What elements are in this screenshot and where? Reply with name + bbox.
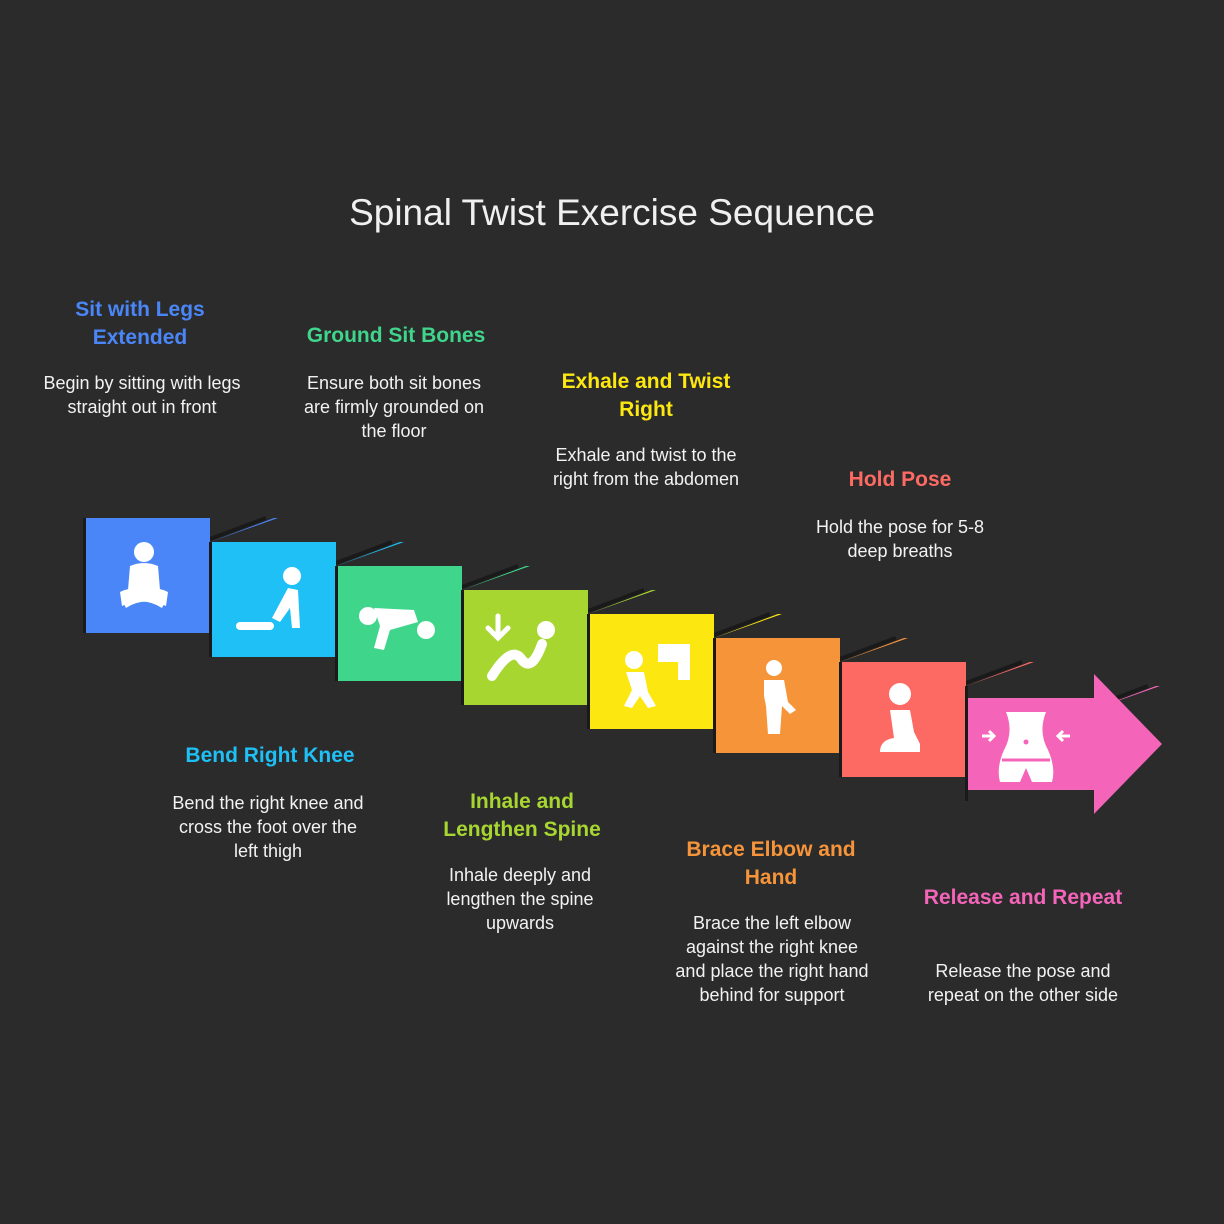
step-2-fold-edge: [327, 540, 393, 568]
step-3-description: Ensure both sit bones are firmly grounde…: [303, 373, 485, 441]
figure-with-sign-icon: [624, 644, 690, 708]
step-8-block: [965, 674, 1162, 814]
step-6-label: Brace Elbow and Hand: [686, 838, 856, 889]
step-3-fold: [462, 566, 530, 590]
step-5-description: Exhale and twist to the right from the a…: [552, 445, 740, 489]
step-3-edge: [335, 566, 338, 681]
step-4-label: Inhale and Lengthen Spine: [443, 790, 601, 841]
waist-icon: [982, 712, 1070, 782]
step-4-fold: [588, 590, 656, 614]
step-1-edge: [83, 518, 86, 633]
step-3-label: Ground Sit Bones: [306, 324, 486, 347]
step-2-block: [209, 540, 404, 657]
step-5-fold: [714, 614, 782, 638]
step-8-label: Release and Repeat: [923, 886, 1123, 909]
step-2-edge: [209, 542, 212, 657]
stretching-figure-icon: [359, 607, 435, 650]
seated-meditation-icon: [120, 542, 168, 608]
step-7-block: [839, 660, 1034, 777]
step-1-description: Begin by sitting with legs straight out …: [43, 373, 241, 417]
step-6-fold: [840, 638, 908, 662]
diagram-title: Spinal Twist Exercise Sequence: [349, 192, 875, 233]
step-2-panel: [212, 542, 336, 657]
step-6-description: Brace the left elbow against the right k…: [675, 913, 869, 1005]
step-4-panel: [464, 590, 588, 705]
step-7-label: Hold Pose: [848, 468, 952, 491]
standing-figure-icon: [764, 660, 796, 734]
step-7-description: Hold the pose for 5-8 deep breaths: [815, 517, 985, 561]
step-6-edge: [713, 638, 716, 753]
step-4-block: [461, 588, 656, 705]
kneeling-pose-icon: [880, 683, 920, 752]
step-2-description: Bend the right knee and cross the foot o…: [172, 793, 364, 861]
step-5-panel: [590, 614, 714, 729]
step-1-fold: [210, 518, 278, 542]
step-6-fold-edge: [831, 636, 897, 664]
step-4-description: Inhale deeply and lengthen the spine upw…: [446, 865, 594, 933]
step-3-block: [335, 564, 530, 681]
step-7-edge: [839, 662, 842, 777]
arrow-down-figure-icon: [485, 613, 555, 681]
step-6-block: [713, 636, 908, 753]
step-2-fold: [336, 542, 404, 566]
step-2-label: Bend Right Knee: [185, 744, 355, 767]
step-1-label: Sit with Legs Extended: [75, 298, 205, 349]
kneeling-figure-icon: [236, 567, 301, 630]
step-8-edge: [965, 686, 968, 801]
step-8-description: Release the pose and repeat on the other…: [927, 961, 1119, 1005]
step-4-edge: [461, 590, 464, 705]
step-4-fold-edge: [579, 588, 645, 616]
step-5-edge: [587, 614, 590, 729]
step-1-fold-edge: [201, 516, 267, 544]
step-5-fold-edge: [705, 612, 771, 640]
step-3-fold-edge: [453, 564, 519, 592]
step-1-block: [83, 516, 278, 633]
step-5-block: [587, 612, 782, 729]
step-7-fold-edge: [957, 660, 1023, 688]
step-5-label: Exhale and Twist Right: [561, 370, 731, 421]
step-7-fold: [966, 662, 1034, 686]
